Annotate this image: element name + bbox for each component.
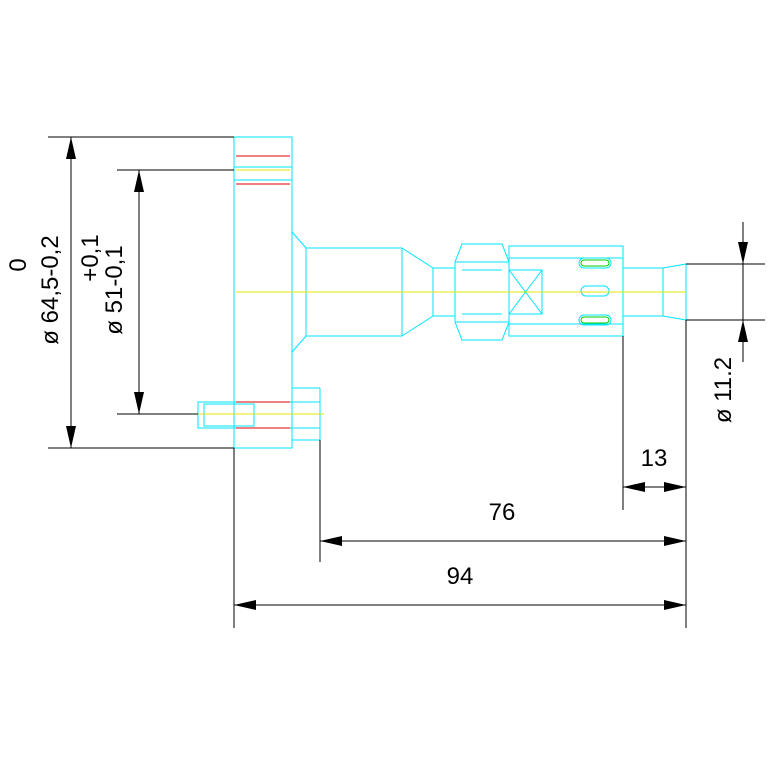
slot-lower <box>580 316 610 324</box>
slot-middle <box>580 285 610 297</box>
bolt <box>197 387 324 441</box>
tip-diameter-label: ø 11.2 <box>710 357 737 423</box>
length-13-label: 13 <box>641 445 668 472</box>
length-76-label: 76 <box>489 499 516 526</box>
part-body <box>197 136 687 449</box>
length-94-label: 94 <box>447 563 474 590</box>
outer-diameter-tolerance: 0 <box>5 258 32 271</box>
outer-diameter-label: ø 64,5-0,2 <box>37 235 64 344</box>
dimensioning: 0 ø 64,5-0,2 +0,1 ø 51-0,1 ø 11.2 13 76 … <box>5 136 765 628</box>
inner-diameter-label: ø 51-0,1 <box>101 245 128 334</box>
inner-diameter-tolerance: +0,1 <box>77 234 104 281</box>
slot-upper <box>580 259 610 267</box>
connector-body <box>508 245 624 337</box>
